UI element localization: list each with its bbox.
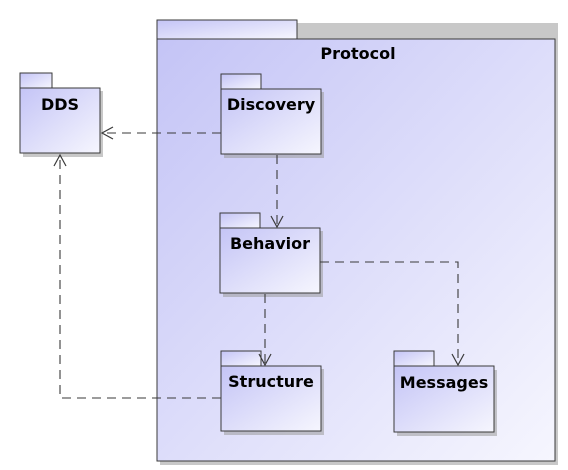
dependency-structure-to-dds[interactable] (53, 153, 221, 399)
package-discovery-label: Discovery (227, 95, 316, 114)
package-discovery[interactable]: Discovery (220, 73, 324, 158)
package-messages[interactable]: Messages (393, 350, 497, 436)
package-behavior-label: Behavior (230, 234, 310, 253)
dependency-behavior-to-messages[interactable] (320, 261, 465, 367)
package-behavior[interactable]: Behavior (219, 212, 323, 297)
package-dds-label: DDS (41, 95, 79, 114)
package-structure[interactable]: Structure (220, 350, 324, 435)
package-protocol-label: Protocol (320, 44, 395, 63)
package-messages-label: Messages (400, 373, 488, 392)
package-structure-label: Structure (228, 372, 314, 391)
package-dds[interactable]: DDS (19, 72, 103, 157)
